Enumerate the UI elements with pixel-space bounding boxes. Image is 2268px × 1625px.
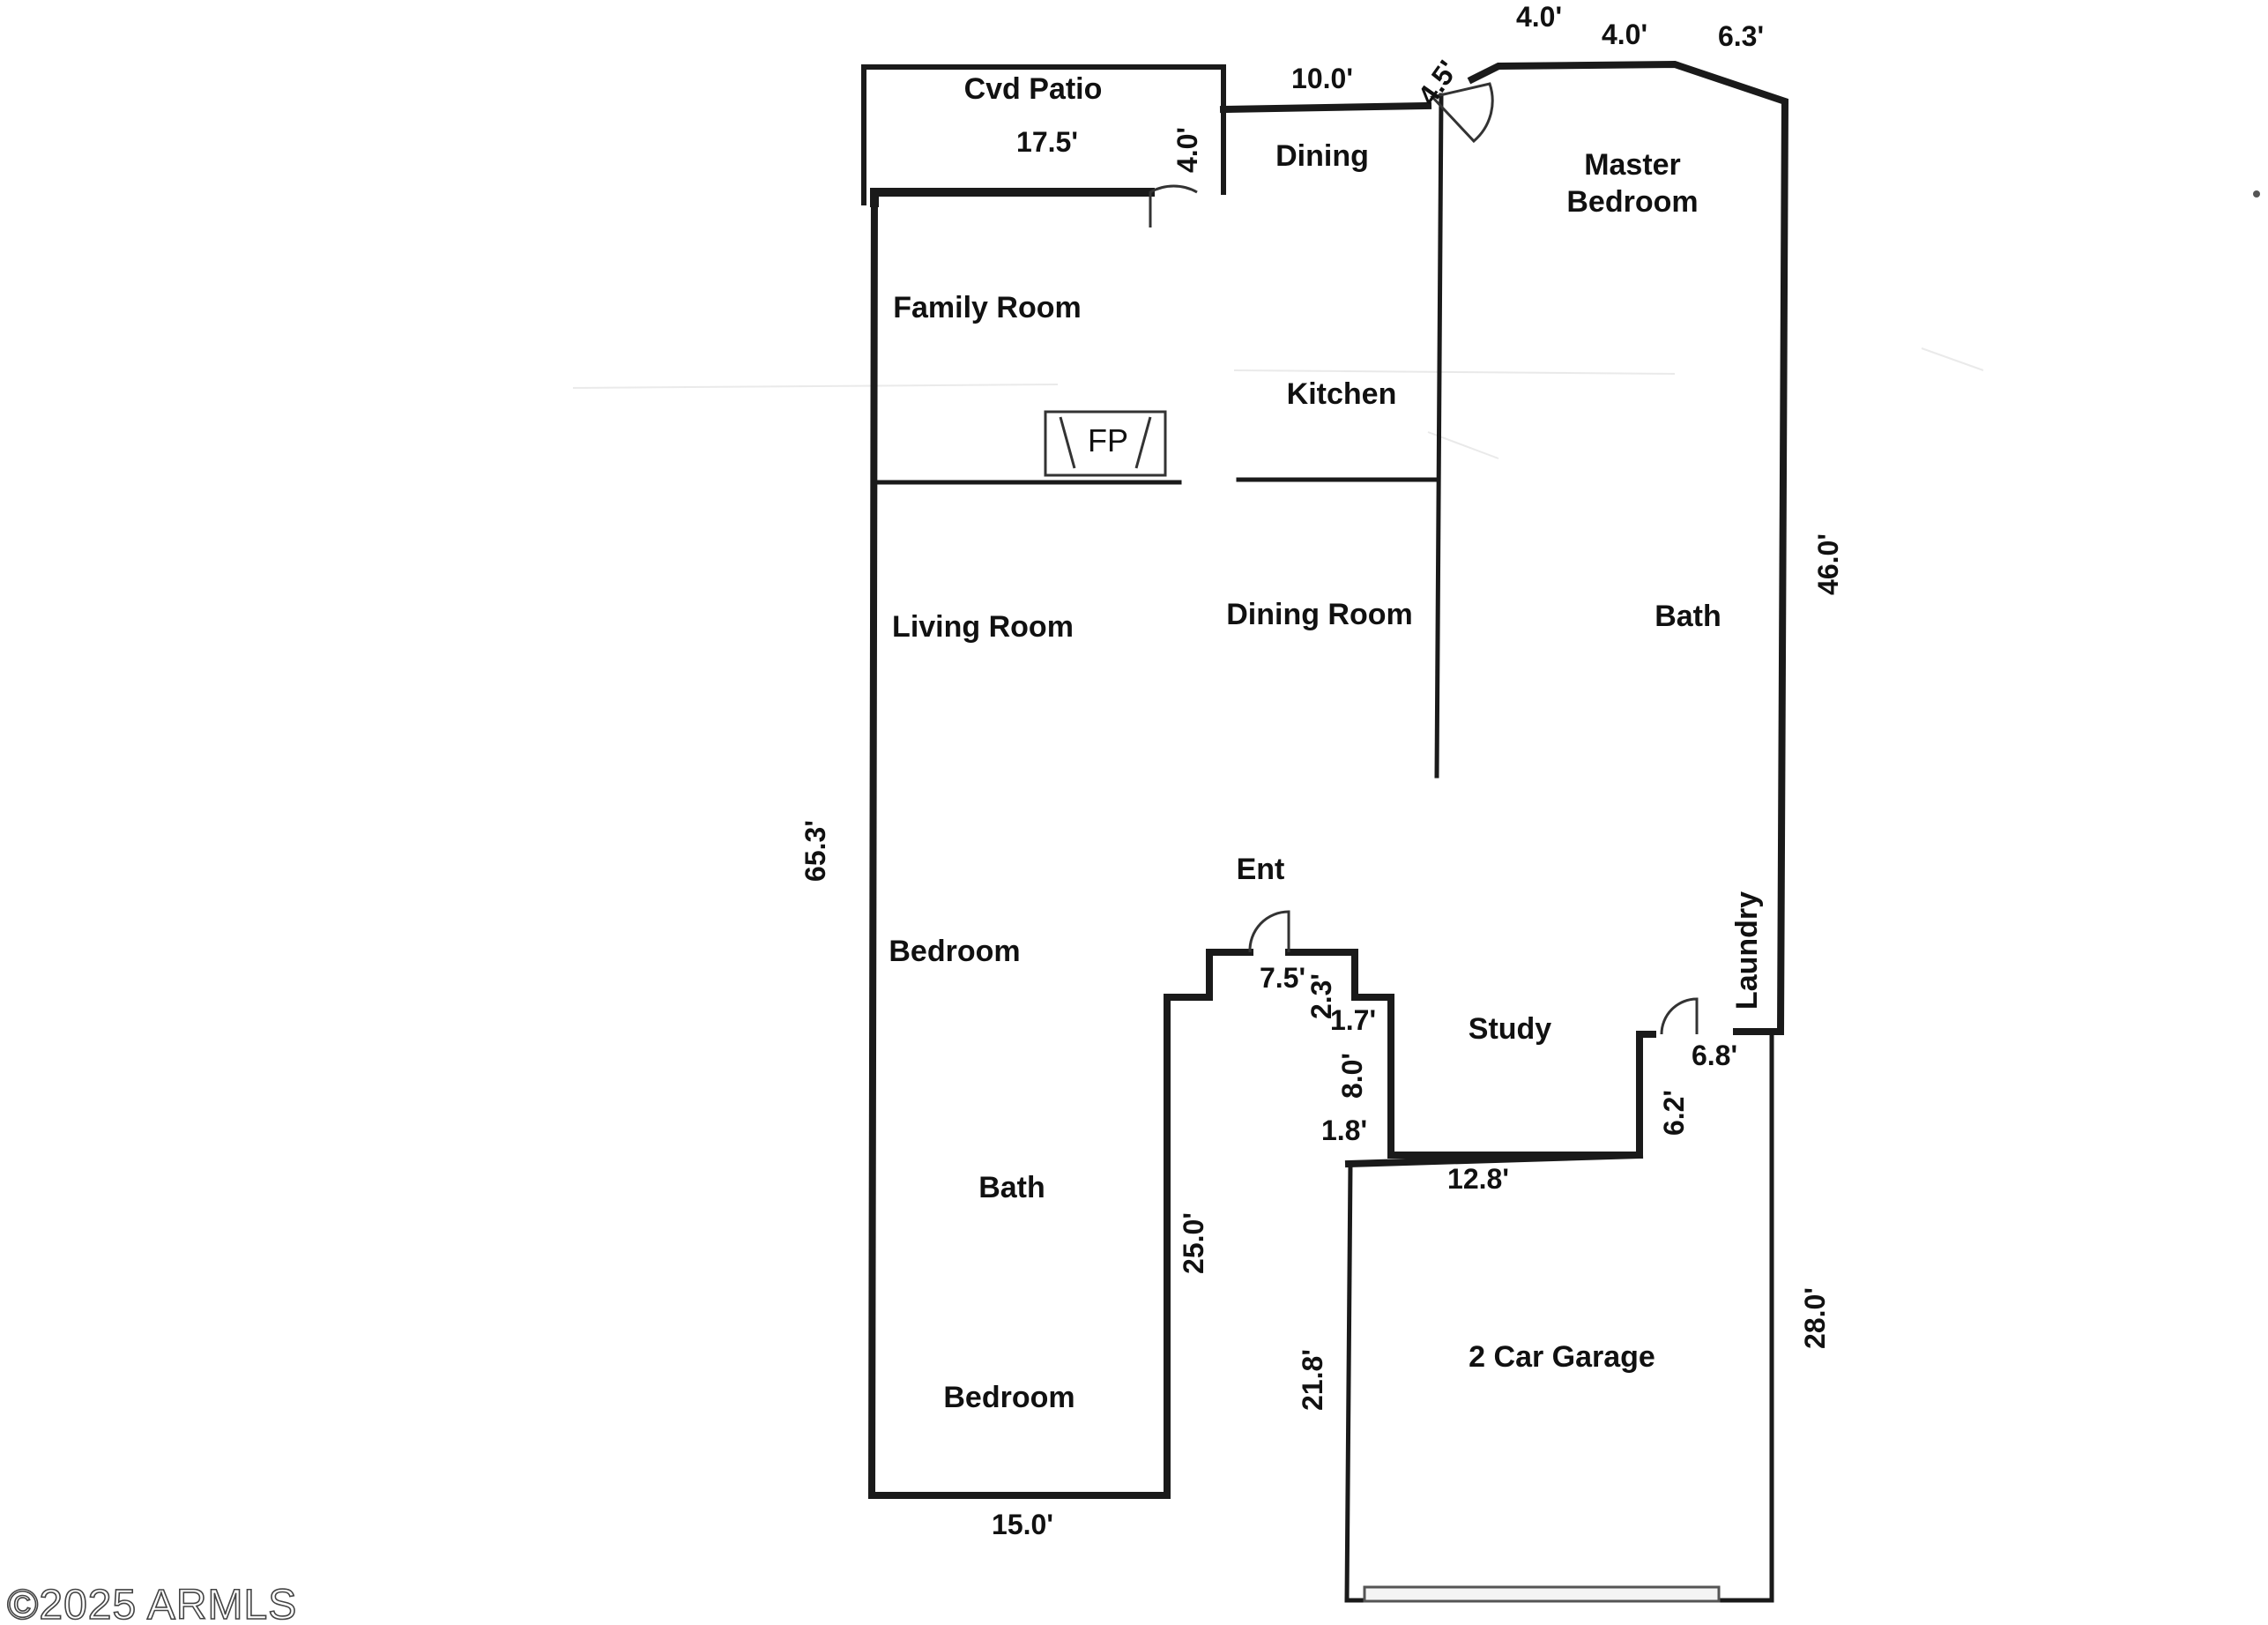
laundry-label: Laundry [1730, 891, 1764, 1010]
scan-speck [2253, 190, 2260, 198]
dim-left-65-3: 65.3' [799, 820, 831, 882]
patio-outline [861, 64, 1226, 205]
dim-ent-1-7: 1.7' [1330, 1004, 1376, 1036]
fireplace-label: FP [1088, 422, 1128, 458]
dim-ent-1-8: 1.8' [1321, 1114, 1367, 1146]
master-bedroom-label-line2: Bedroom [1566, 185, 1698, 219]
dim-laundry-6-8: 6.8' [1692, 1040, 1737, 1071]
master-bath-label: Bath [1655, 600, 1721, 633]
scan-artifacts [572, 347, 1984, 459]
dim-dining-top: 10.0' [1291, 63, 1353, 94]
dim-ent-7-5: 7.5' [1260, 962, 1305, 994]
dim-bottom-15-0: 15.0' [992, 1509, 1053, 1540]
patio-door-swing [1149, 184, 1198, 227]
dim-bedroom-wing-25-0: 25.0' [1178, 1212, 1209, 1274]
patio-house-wall [870, 188, 1155, 207]
master-bedroom-label-line1: Master [1584, 148, 1681, 182]
dim-right-46-0: 46.0' [1812, 533, 1844, 595]
dim-garage-28-0: 28.0' [1799, 1287, 1831, 1349]
dim-laundry-6-2: 6.2' [1658, 1090, 1690, 1136]
garage-outline [1344, 1033, 1774, 1603]
dim-garage-21-8: 21.8' [1297, 1349, 1328, 1411]
dim-patio-width: 17.5' [1016, 126, 1078, 158]
master-interior-wall [1434, 93, 1444, 779]
dining-top-wall [1219, 101, 1432, 114]
entry-door-swing [1248, 910, 1290, 953]
master-door-swing [1430, 82, 1494, 144]
dim-top-4-0-b: 4.0' [1602, 19, 1647, 50]
dim-ent-8-0: 8.0' [1336, 1053, 1368, 1099]
dim-top-4-0-a: 4.0' [1516, 1, 1562, 33]
bedroom-lower-label: Bedroom [943, 1381, 1075, 1414]
dim-patio-depth: 4.0' [1171, 127, 1203, 173]
kitchen-label: Kitchen [1287, 377, 1397, 411]
family-room-label: Family Room [893, 291, 1081, 324]
house-left-wall [867, 188, 1253, 1499]
bedroom-upper-label: Bedroom [889, 935, 1020, 968]
laundry-door-swing [1660, 997, 1699, 1035]
dim-study-12-8: 12.8' [1447, 1163, 1509, 1195]
fireplace: FP [1044, 410, 1167, 477]
armls-watermark: ©2025 ARMLS [7, 1582, 297, 1625]
bath-lower-label: Bath [978, 1171, 1045, 1204]
entry-label: Ent [1237, 853, 1285, 886]
dim-ent-2-3: 2.3' [1305, 973, 1337, 1019]
garage-door [1363, 1585, 1721, 1603]
master-outer-wall [1467, 60, 1789, 1035]
dining-label: Dining [1275, 139, 1369, 173]
study-label: Study [1469, 1012, 1552, 1046]
dim-top-6-3: 6.3' [1718, 20, 1764, 52]
garage-wall [1344, 1151, 1644, 1168]
garage-label: 2 Car Garage [1469, 1340, 1655, 1374]
entry-step-wall [1285, 949, 1656, 1159]
dining-room-label: Dining Room [1226, 598, 1413, 631]
dim-corner-4-5: 4.5' [1411, 55, 1463, 110]
living-room-label: Living Room [892, 610, 1074, 644]
cvd-patio-label: Cvd Patio [964, 72, 1103, 106]
